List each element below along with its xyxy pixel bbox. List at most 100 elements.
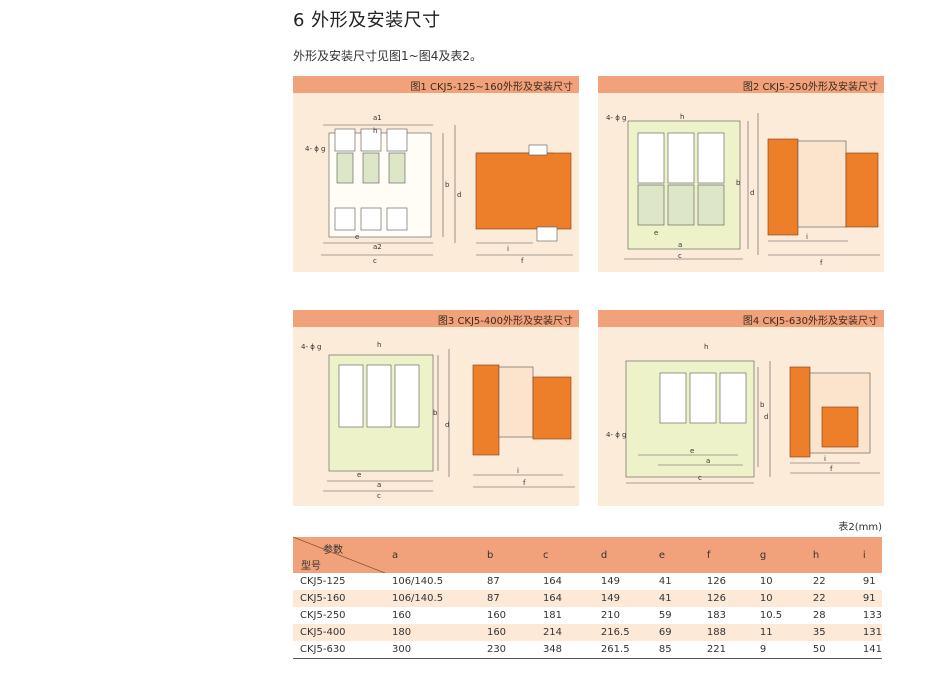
dim-label-f: f [521, 257, 524, 265]
table-cell: 183 [706, 610, 726, 621]
dim-label-c: c [678, 252, 682, 260]
table-cell: 261.5 [593, 641, 652, 659]
table-cell: 188 [706, 627, 726, 638]
table-cell: 126 [706, 593, 726, 604]
table-cell: 164 [542, 576, 563, 587]
table-cell: 300 [384, 641, 480, 659]
table-cell: 221 [699, 641, 753, 659]
table-cell: 87 [486, 593, 500, 604]
table-cell: 11 [759, 627, 773, 638]
dim-label-h: h [377, 341, 381, 349]
table-cell: 106/140.5 [391, 593, 444, 604]
table-cell: 214 [542, 627, 563, 638]
table-cell: 50 [805, 641, 856, 659]
figure-header: 图4 CKJ5-630外形及安装尺寸 [598, 310, 884, 327]
table-cell: 149 [600, 576, 621, 587]
dim-label-a2: a2 [373, 243, 382, 251]
figure-1-drawing: a1 h 4- ϕ g b d e a2 c i f [305, 114, 573, 265]
dim-label-b: b [433, 409, 438, 417]
figure-caption: 图2 CKJ5-250外形及安装尺寸 [742, 82, 878, 93]
figure-caption: 图3 CKJ5-400外形及安装尺寸 [437, 316, 573, 327]
table-cell: 160 [486, 627, 507, 638]
dim-label-d: d [445, 421, 449, 429]
table-cell: 28 [812, 610, 826, 621]
dim-label-a1: a1 [373, 114, 382, 122]
table-cell: 59 [658, 610, 672, 621]
table-cell: 160 [391, 610, 412, 621]
dim-label-f: f [523, 479, 526, 487]
table-cell: 160 [486, 610, 507, 621]
dim-label-hole: 4- ϕ g [301, 343, 322, 351]
table-cell: 87 [486, 576, 500, 587]
column-header: c [542, 549, 549, 561]
model-cell: CKJ5-250 [300, 610, 346, 621]
table-cell: 91 [862, 576, 876, 587]
column-header: h [812, 549, 820, 561]
table-row: CKJ5-125 106/140.5 87 164 149 41 126 10 … [293, 573, 882, 590]
column-header: i [862, 549, 866, 561]
figure-1-panel: 图1 CKJ5-125~160外形及安装尺寸 a1 h 4- [293, 76, 579, 272]
dim-label-hole: 4- ϕ g [606, 114, 627, 122]
dim-label-c: c [698, 474, 702, 482]
header-param: 参数 [323, 545, 343, 556]
table-cell: 9 [752, 641, 806, 659]
table-row: CKJ5-250 160 160 181 210 59 183 10.5 28 … [293, 607, 882, 624]
dim-label-h: h [704, 343, 708, 351]
dim-label-i: i [824, 455, 826, 463]
dim-label-i: i [517, 467, 519, 475]
column-header: b [486, 549, 494, 561]
table-cell: 131 [862, 627, 882, 638]
table-cell: 164 [542, 593, 563, 604]
intro-text: 外形及安装尺寸见图1~图4及表2。 [293, 49, 482, 63]
dim-label-f: f [830, 465, 833, 473]
dim-label-d: d [750, 189, 754, 197]
figure-4-panel: 图4 CKJ5-630外形及安装尺寸 4- ϕ g h b d e a c i … [598, 310, 884, 506]
figure-caption: 图1 CKJ5-125~160外形及安装尺寸 [410, 82, 573, 93]
figure-2-drawing: 4- ϕ g h b d e a c i f [606, 113, 880, 267]
dim-label-h: h [680, 113, 684, 121]
table-cell: 41 [658, 576, 672, 587]
dim-label-e: e [690, 447, 694, 455]
table-cell: 181 [542, 610, 563, 621]
dim-label-b: b [445, 181, 450, 189]
dimension-table: 参数 型号 a b c d e f g h i CKJ5-125 106/140… [293, 537, 882, 659]
model-cell: CKJ5-630 [293, 641, 385, 659]
table-cell: 10 [759, 593, 773, 604]
figure-3-panel: 图3 CKJ5-400外形及安装尺寸 4- ϕ g h b d e a c i … [293, 310, 579, 506]
figure-2-panel: 图2 CKJ5-250外形及安装尺寸 4- ϕ g h b d e a c i … [598, 76, 884, 272]
column-header: f [706, 549, 711, 561]
table-row: CKJ5-400 180 160 214 216.5 69 188 11 35 … [293, 624, 882, 641]
dim-label-e: e [654, 229, 658, 237]
table-cell: 230 [479, 641, 536, 659]
header-model: 型号 [301, 561, 321, 572]
section-title: 6 外形及安装尺寸 [293, 10, 441, 31]
dim-label-i: i [507, 245, 509, 253]
table-cell: 180 [391, 627, 412, 638]
table-cell: 22 [812, 576, 826, 587]
diagonal-divider [293, 537, 385, 573]
dim-label-b: b [736, 179, 741, 187]
dim-label-i: i [806, 233, 808, 241]
dim-label-h: h [373, 127, 377, 135]
dim-label-a: a [678, 241, 682, 249]
dim-label-c: c [377, 492, 381, 500]
table-cell: 91 [862, 593, 876, 604]
model-cell: CKJ5-400 [300, 627, 346, 638]
dim-label-e: e [355, 233, 359, 241]
dim-label-d: d [457, 191, 461, 199]
column-header: d [600, 549, 608, 561]
dim-label-hole: 4- ϕ g [606, 431, 627, 439]
table-cell: 141 [855, 641, 882, 659]
dim-label-e: e [357, 471, 361, 479]
table-header-row: 参数 型号 a b c d e f g h i [293, 537, 882, 573]
table-cell: 149 [600, 593, 621, 604]
figure-4-drawing: 4- ϕ g h b d e a c i f [606, 343, 880, 484]
table-cell: 106/140.5 [391, 576, 444, 587]
model-cell: CKJ5-125 [300, 576, 346, 587]
column-header: e [658, 549, 666, 561]
table-cell: 10 [759, 576, 773, 587]
dim-label-b: b [760, 401, 765, 409]
side-view-body [475, 152, 572, 230]
table-cell: 210 [600, 610, 621, 621]
table-cell: 69 [658, 627, 672, 638]
